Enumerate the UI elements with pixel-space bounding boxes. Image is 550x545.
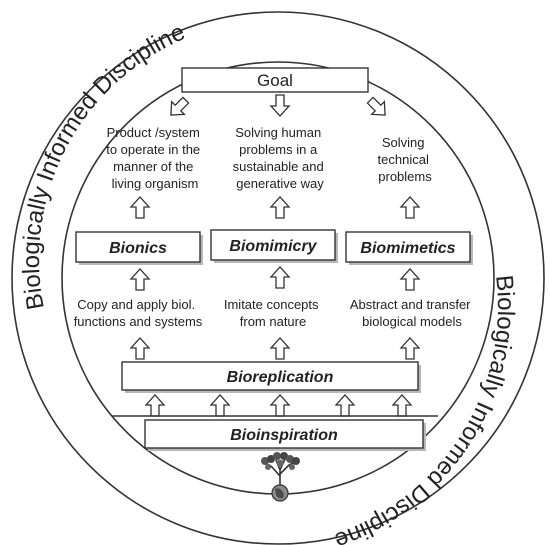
biomimicry-box: Biomimicry (210, 229, 338, 263)
up-arrow-bionics-outcome (129, 196, 151, 219)
bioreplication-box: Bioreplication (121, 361, 421, 393)
outer-ring-circle (11, 11, 545, 545)
up-arrow-inspiration-2 (209, 394, 231, 417)
goal-arrow-left (170, 96, 190, 116)
biomimicry-label: Biomimicry (229, 238, 317, 255)
up-arrow-biomimicry (269, 266, 291, 289)
goal-label: Goal (257, 71, 293, 90)
method-left-text: Copy and apply biol. functions and syste… (74, 297, 203, 329)
up-arrow-biomimicry-outcome (269, 196, 291, 219)
method-right-text: Abstract and transfer biological models (350, 297, 474, 329)
up-arrow-inspiration-5 (391, 394, 413, 417)
bionics-box: Bionics (75, 231, 203, 265)
outcome-left-text: Product /system to operate in the manner… (106, 125, 204, 191)
bionics-label: Bionics (109, 240, 167, 257)
up-arrow-biomimetics-outcome (399, 196, 421, 219)
up-arrow-inspiration-3 (269, 394, 291, 417)
bioinspiration-box: Bioinspiration (144, 419, 426, 451)
up-arrow-method-right (399, 337, 421, 360)
method-center-text: Imitate concepts from nature (224, 297, 322, 329)
goal-arrow-right (366, 96, 386, 116)
goal-arrow-center (269, 94, 291, 117)
tree-globe-icon (261, 452, 300, 502)
up-arrow-bionics (129, 268, 151, 291)
bioinspiration-label: Bioinspiration (230, 427, 338, 444)
up-arrow-method-center (269, 337, 291, 360)
up-arrow-biomimetics (399, 268, 421, 291)
goal-box: Goal (181, 67, 369, 93)
up-arrow-method-left (129, 337, 151, 360)
up-arrow-inspiration-1 (144, 394, 166, 417)
up-arrow-inspiration-4 (334, 394, 356, 417)
outcome-center-text: Solving human problems in a sustainable … (233, 125, 328, 191)
biomimetics-box: Biomimetics (345, 231, 473, 265)
bioreplication-label: Bioreplication (227, 369, 334, 386)
outcome-right-text: Solving technical problems (378, 135, 433, 184)
biomimetics-label: Biomimetics (360, 240, 455, 257)
